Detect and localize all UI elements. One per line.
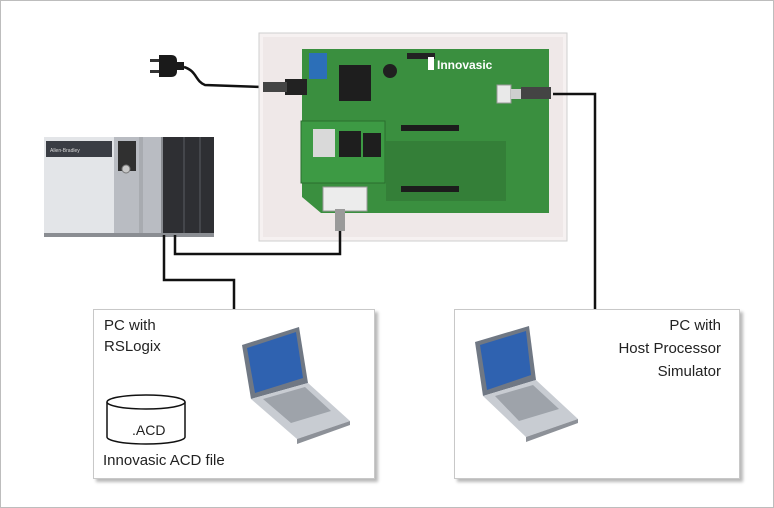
left-pc-line1: PC with [104, 317, 156, 334]
power-plug-icon [139, 46, 264, 94]
acd-file-label: .ACD [132, 422, 166, 438]
acd-file-database-icon [106, 394, 186, 445]
usb-to-pc-wire [553, 92, 597, 309]
board-photo: Innovasic [258, 32, 568, 242]
board-logo: Innovasic [437, 58, 493, 72]
plc-controller: Allen-Bradley [44, 137, 214, 237]
plc-to-pc-wire [162, 235, 236, 309]
acd-file-caption: Innovasic ACD file [103, 452, 225, 469]
connection-wires [162, 92, 597, 309]
right-pc-line3: Simulator [657, 363, 721, 380]
right-pc-line1: PC with [669, 317, 721, 334]
left-pc-box [93, 309, 375, 479]
svg-text:Allen-Bradley: Allen-Bradley [50, 148, 80, 154]
right-pc-line2: Host Processor [618, 340, 721, 357]
left-pc-line2: RSLogix [104, 338, 161, 355]
laptop-left-icon [242, 327, 350, 444]
ethernet-wire [173, 231, 342, 256]
laptop-right-icon [475, 326, 578, 442]
